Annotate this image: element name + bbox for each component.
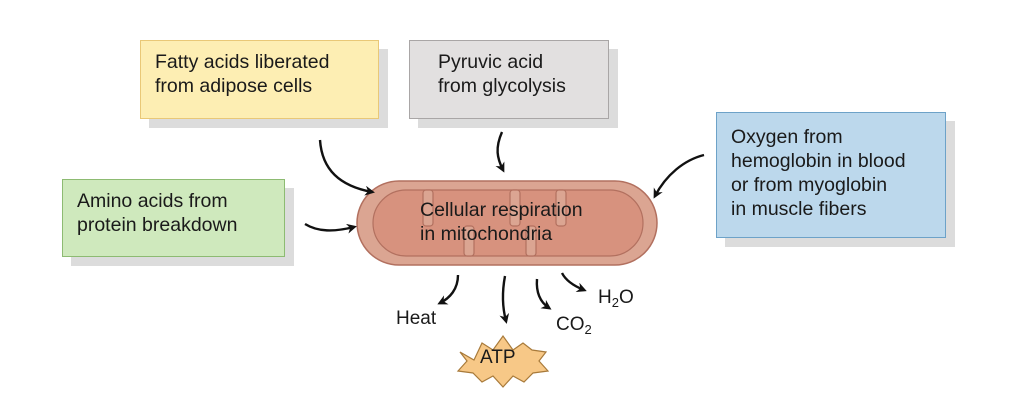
h2o-subscript: 2 bbox=[611, 295, 619, 310]
fatty-acids-text-line2: from adipose cells bbox=[155, 75, 313, 97]
oxygen-text-line3: or from myoglobin bbox=[731, 174, 888, 196]
mitochondrion-cristae bbox=[422, 189, 567, 257]
arrow-h2o bbox=[560, 272, 587, 293]
mitochondrion-label-line1: Cellular respiration bbox=[420, 199, 583, 221]
arrow-pyruvic-acid bbox=[495, 131, 505, 173]
pyruvic-acid-box: Pyruvic acid from glycolysis bbox=[409, 40, 609, 119]
arrow-co2 bbox=[535, 278, 552, 310]
amino-acids-box: Amino acids from protein breakdown bbox=[62, 179, 285, 257]
arrow-atp bbox=[499, 275, 510, 324]
h2o-h: H bbox=[598, 287, 612, 308]
atp-label: ATP bbox=[480, 347, 516, 368]
h2o-label: H2O bbox=[598, 287, 634, 309]
heat-label: Heat bbox=[396, 308, 437, 329]
fatty-acids-box: Fatty acids liberated from adipose cells bbox=[140, 40, 379, 119]
mitochondrion-label-line2: in mitochondria bbox=[420, 223, 553, 245]
mitochondrion-label: Cellular respiration in mitochondria bbox=[420, 198, 583, 246]
fatty-acids-text-line1: Fatty acids liberated bbox=[155, 51, 330, 73]
mitochondrion-inner-membrane bbox=[372, 189, 644, 257]
arrow-heat bbox=[437, 274, 460, 305]
pyruvic-acid-text-line2: from glycolysis bbox=[438, 75, 566, 97]
amino-acids-text-line1: Amino acids from bbox=[77, 190, 228, 212]
h2o-o: O bbox=[618, 287, 634, 308]
mitochondrion bbox=[356, 180, 658, 266]
oxygen-text-line2: hemoglobin in blood bbox=[731, 150, 906, 172]
atp-burst bbox=[456, 334, 550, 388]
arrow-oxygen bbox=[653, 153, 705, 199]
pyruvic-acid-text-line1: Pyruvic acid bbox=[438, 51, 544, 73]
co2-base: CO bbox=[556, 314, 585, 335]
oxygen-box: Oxygen from hemoglobin in blood or from … bbox=[716, 112, 946, 238]
co2-label: CO2 bbox=[556, 314, 592, 336]
oxygen-text-line1: Oxygen from bbox=[731, 126, 843, 148]
arrow-amino-acids bbox=[304, 222, 357, 234]
oxygen-text-line4: in muscle fibers bbox=[731, 198, 867, 220]
co2-subscript: 2 bbox=[584, 322, 592, 337]
amino-acids-text-line2: protein breakdown bbox=[77, 214, 238, 236]
arrow-fatty-acids bbox=[318, 139, 375, 196]
